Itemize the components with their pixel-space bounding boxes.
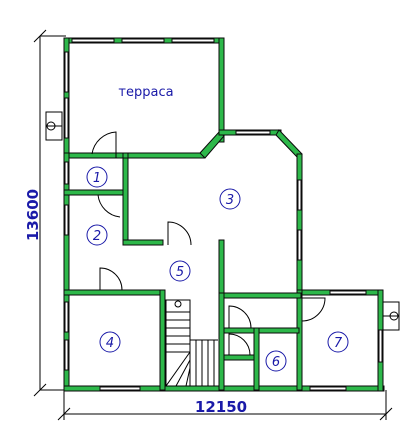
room-marker-6: 6 xyxy=(265,350,287,372)
staircase xyxy=(165,299,218,387)
room-number: 3 xyxy=(226,193,234,208)
room-marker-2: 2 xyxy=(86,224,108,246)
room-marker-3: 3 xyxy=(219,188,241,210)
height-dimension: 13600 xyxy=(24,189,42,241)
room-number: 2 xyxy=(93,229,101,244)
room-marker-1: 1 xyxy=(86,166,108,188)
entry-steps xyxy=(45,111,400,331)
room-marker-7: 7 xyxy=(327,331,349,353)
terrace-label: терраса xyxy=(118,85,173,100)
room-number: 7 xyxy=(334,336,343,351)
width-dimension: 12150 xyxy=(195,398,247,416)
room-number: 1 xyxy=(93,171,101,186)
room-marker-5: 5 xyxy=(169,260,191,282)
room-number: 5 xyxy=(176,265,184,280)
room-marker-4: 4 xyxy=(99,331,121,353)
room-number: 6 xyxy=(272,355,280,370)
windows xyxy=(64,38,383,391)
doors xyxy=(91,131,326,356)
room-number: 4 xyxy=(106,336,114,351)
dimension-lines xyxy=(33,29,393,421)
